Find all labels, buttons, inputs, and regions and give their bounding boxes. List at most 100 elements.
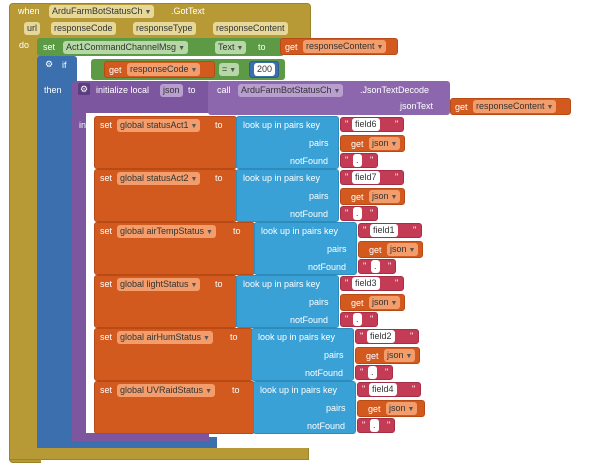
text-string-block[interactable]: "field4" (357, 382, 421, 397)
set-label: set (43, 42, 56, 52)
set-label: set (100, 173, 113, 183)
compare-op-dropdown[interactable]: =▼ (219, 63, 240, 76)
if-block[interactable] (37, 56, 77, 448)
event-bottom-bar (9, 448, 309, 460)
initialize-local-label: initialize local (96, 85, 150, 95)
to-label: to (230, 332, 238, 342)
get-responseContent-block[interactable]: get responseContent▼ (280, 38, 398, 55)
lookup-label: look up in pairs key (243, 120, 321, 130)
set-component-dropdown[interactable]: Act1CommandChannelMsg▼ (63, 41, 188, 54)
var-dropdown[interactable]: json▼ (386, 402, 418, 415)
text-string-block[interactable]: "." (340, 206, 378, 221)
to-label: to (215, 279, 223, 289)
global-var-dropdown[interactable]: global statusAct2▼ (117, 172, 201, 185)
call-component-dropdown[interactable]: ArduFarmBotStatusCh▼ (238, 84, 344, 97)
pairs-label: pairs (327, 244, 347, 254)
number-block[interactable]: 200 (249, 61, 279, 78)
call-method-label: .JsonTextDecode (360, 85, 430, 95)
if-block-bottom (37, 437, 217, 448)
to-label: to (233, 226, 241, 236)
event-method-label: .GotText (171, 6, 205, 16)
global-var-dropdown[interactable]: global airHumStatus▼ (117, 331, 213, 344)
pairs-label: pairs (324, 350, 344, 360)
set-label: set (100, 332, 113, 342)
initialize-local-side (72, 113, 86, 440)
var-dropdown[interactable]: responseCode▼ (127, 63, 201, 76)
get-json-block[interactable]: get json▼ (340, 294, 405, 311)
local-name[interactable]: json (160, 84, 183, 97)
get-json-block[interactable]: get json▼ (355, 347, 420, 364)
global-var-dropdown[interactable]: global lightStatus▼ (117, 278, 201, 291)
text-string-block[interactable]: "." (358, 259, 396, 274)
text-string-block[interactable]: "." (340, 153, 378, 168)
var-dropdown[interactable]: json▼ (369, 137, 401, 150)
key-text[interactable]: field7 (352, 171, 380, 184)
set-label: set (100, 120, 113, 130)
get-json-block[interactable]: get json▼ (340, 135, 405, 152)
gear-icon[interactable]: ⚙ (43, 58, 55, 70)
initialize-local-bottom (72, 433, 209, 441)
var-dropdown[interactable]: json▼ (387, 243, 419, 256)
lookup-in-pairs-block[interactable] (254, 222, 357, 275)
key-text[interactable]: field3 (352, 277, 380, 290)
key-text[interactable]: field2 (367, 330, 395, 343)
lookup-label: look up in pairs key (258, 332, 336, 342)
key-text[interactable]: field1 (370, 224, 398, 237)
text-string-block[interactable]: "." (340, 312, 378, 327)
call-label: call (217, 85, 231, 95)
global-var-dropdown[interactable]: global airTempStatus▼ (117, 225, 216, 238)
var-dropdown[interactable]: json▼ (369, 296, 401, 309)
when-label: when (18, 6, 40, 16)
param-url[interactable]: url (24, 22, 41, 35)
get-responseContent-block[interactable]: get responseContent▼ (450, 98, 571, 115)
event-component-dropdown[interactable]: ArduFarmBotStatusCh▼ (49, 5, 155, 18)
pairs-label: pairs (309, 297, 329, 307)
set-label: set (100, 279, 113, 289)
text-string-block[interactable]: "field6" (340, 117, 404, 132)
notfound-label: notFound (290, 156, 329, 166)
lookup-label: look up in pairs key (243, 173, 321, 183)
initialize-local-block[interactable] (72, 81, 211, 113)
get-json-block[interactable]: get json▼ (340, 188, 405, 205)
get-json-block[interactable]: get json▼ (357, 400, 425, 417)
to-label: to (215, 120, 223, 130)
text-string-block[interactable]: "field3" (340, 276, 404, 291)
text-string-block[interactable]: "." (357, 418, 395, 433)
jsontext-label: jsonText (400, 101, 434, 111)
set-label: set (100, 226, 113, 236)
text-string-block[interactable]: "field7" (340, 170, 404, 185)
var-dropdown[interactable]: json▼ (384, 349, 416, 362)
var-dropdown[interactable]: json▼ (369, 190, 401, 203)
get-responseCode-block[interactable]: get responseCode▼ (104, 61, 215, 78)
pairs-label: pairs (309, 138, 329, 148)
notfound-label: notFound (307, 421, 346, 431)
to-label: to (215, 173, 223, 183)
get-json-block[interactable]: get json▼ (358, 241, 423, 258)
set-property-dropdown[interactable]: Text▼ (215, 41, 247, 54)
global-var-dropdown[interactable]: global UVRaidStatus▼ (117, 384, 215, 397)
lookup-in-pairs-block[interactable] (236, 169, 339, 222)
var-dropdown[interactable]: responseContent▼ (473, 100, 557, 113)
pairs-label: pairs (326, 403, 346, 413)
lookup-in-pairs-block[interactable] (236, 275, 339, 328)
text-string-block[interactable]: "." (355, 365, 393, 380)
var-dropdown[interactable]: responseContent▼ (303, 40, 387, 53)
key-text[interactable]: field6 (352, 118, 380, 131)
param-responseCode[interactable]: responseCode (51, 22, 116, 35)
pairs-label: pairs (309, 191, 329, 201)
lookup-in-pairs-block[interactable] (236, 116, 339, 169)
lookup-in-pairs-block[interactable] (253, 381, 356, 434)
text-string-block[interactable]: "field1" (358, 223, 422, 238)
notfound-label: notFound (305, 368, 344, 378)
lookup-in-pairs-block[interactable] (251, 328, 354, 381)
in-label: in (79, 120, 87, 130)
set-label: set (100, 385, 113, 395)
gear-icon[interactable]: ⚙ (78, 83, 90, 95)
text-string-block[interactable]: "field2" (355, 329, 419, 344)
lookup-label: look up in pairs key (261, 226, 339, 236)
param-responseContent[interactable]: responseContent (213, 22, 288, 35)
to-label: to (232, 385, 240, 395)
param-responseType[interactable]: responseType (133, 22, 196, 35)
key-text[interactable]: field4 (369, 383, 397, 396)
global-var-dropdown[interactable]: global statusAct1▼ (117, 119, 201, 132)
